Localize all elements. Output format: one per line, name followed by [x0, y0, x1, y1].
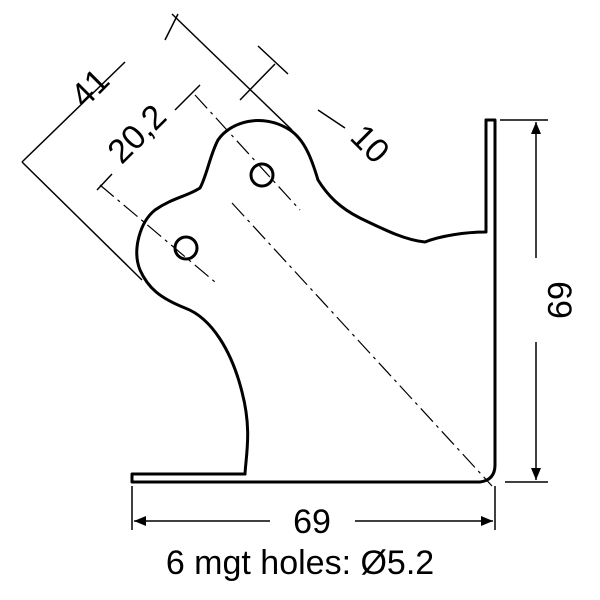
dim-10-ext — [257, 45, 289, 75]
dim-10-line — [239, 63, 346, 129]
hole-centerline-lower — [99, 184, 216, 283]
bottom-flange — [130, 463, 497, 484]
dim-41-ext-left — [21, 161, 143, 281]
mounting-hole-upper — [249, 162, 275, 188]
diagonal-centerline — [231, 202, 493, 487]
mounting-hole-lower — [173, 235, 199, 261]
dim-69-vertical-label: 69 — [540, 281, 578, 319]
dim-20-2-line — [96, 84, 201, 191]
dim-69-horizontal-arrow-right — [481, 516, 493, 526]
dim-69-horizontal-arrow-left — [134, 516, 146, 526]
hole-centerline-upper — [194, 94, 301, 211]
gusset-plate — [135, 118, 488, 476]
dim-20-2-label: 20,2 — [100, 97, 174, 171]
dim-69-vertical-arrow-top — [531, 122, 541, 134]
dim-41-ext-right — [171, 13, 293, 131]
dim-41-label: 41 — [63, 61, 117, 115]
dim-10-label: 10 — [343, 117, 397, 171]
dim-69-horizontal-label: 69 — [293, 503, 331, 541]
dim-69-vertical-arrow-bottom — [531, 468, 541, 480]
right-flange — [484, 118, 497, 467]
mounting-holes-note: 6 mgt holes: Ø5.2 — [165, 544, 435, 582]
